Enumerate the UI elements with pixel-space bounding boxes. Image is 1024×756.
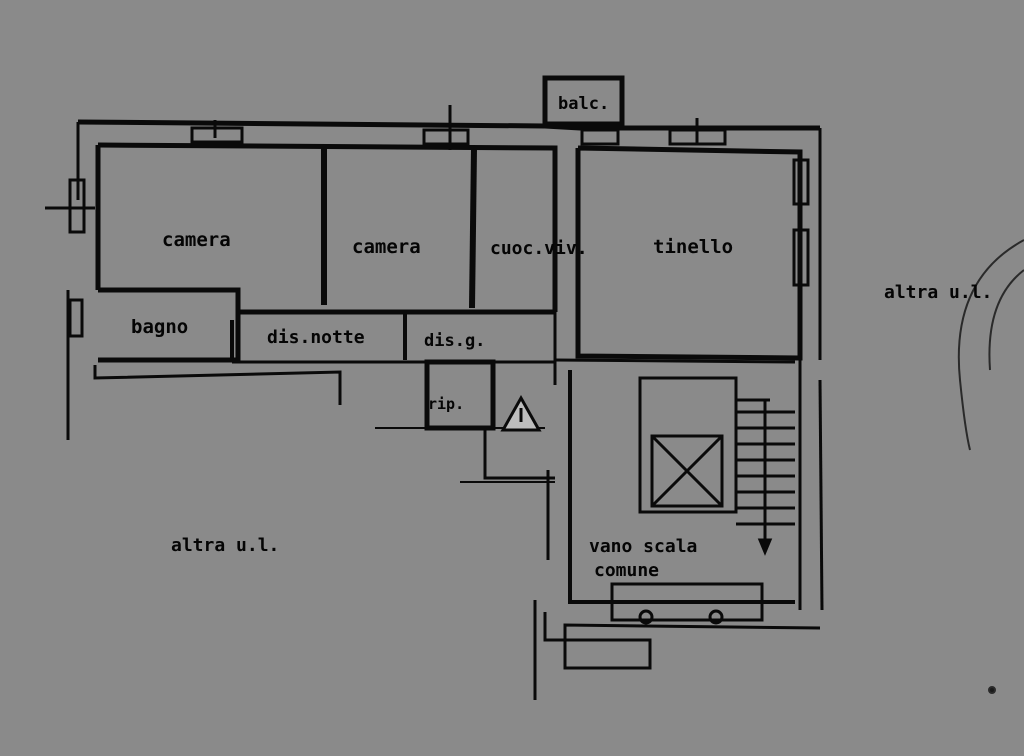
room-label-camera-1: camera	[162, 229, 231, 251]
room-label-bagno: bagno	[131, 316, 189, 338]
window-marks	[45, 105, 810, 338]
stair-label-line2: comune	[594, 560, 660, 581]
warning-triangle-icon	[500, 394, 542, 432]
room-label-rip: rip.	[428, 395, 465, 413]
outer-walls	[66, 75, 824, 611]
stamp-mark	[957, 239, 1024, 694]
room-label-tinello: tinello	[653, 236, 734, 258]
neighbor-label-left: altra u.l.	[171, 535, 280, 556]
room-label-cucina: cuoc.viv.	[490, 238, 588, 259]
room-label-dis-g: dis.g.	[424, 331, 486, 351]
interior-walls	[230, 147, 555, 364]
stair-label-line1: vano scala	[589, 536, 698, 557]
room-label-balcone: balc.	[558, 94, 610, 114]
neighbor-label-right: altra u.l.	[884, 282, 993, 303]
room-label-dis-notte: dis.notte	[267, 327, 365, 348]
stairwell	[533, 358, 821, 700]
room-label-camera-2: camera	[352, 236, 421, 258]
